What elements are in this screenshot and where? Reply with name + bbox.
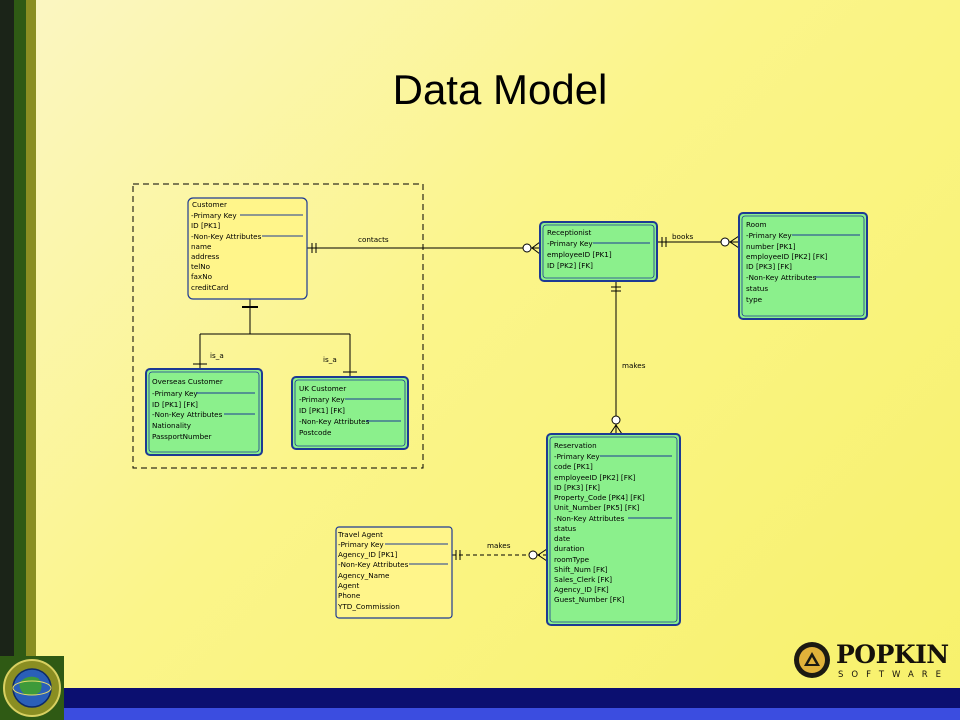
svg-text:-Non-Key Attributes: -Non-Key Attributes <box>152 410 223 419</box>
svg-text:type: type <box>746 295 763 304</box>
svg-text:Agent: Agent <box>338 581 359 590</box>
svg-text:PassportNumber: PassportNumber <box>152 432 212 441</box>
rel-makes-reservation[interactable]: makes <box>609 281 646 435</box>
svg-text:Unit_Number [PK5] [FK]: Unit_Number [PK5] [FK] <box>554 503 640 512</box>
rel-subtype-is-a[interactable]: is_a is_a <box>193 299 357 377</box>
customer-subtype-boundary <box>132 183 424 469</box>
svg-text:roomType: roomType <box>554 555 590 564</box>
rel-label-is-a-overseas: is_a <box>210 351 224 360</box>
svg-text:ID [PK1] [FK]: ID [PK1] [FK] <box>152 400 198 409</box>
svg-text:Agency_ID [FK]: Agency_ID [FK] <box>554 585 609 594</box>
svg-text:date: date <box>554 534 571 543</box>
svg-text:-Primary Key: -Primary Key <box>554 452 600 461</box>
svg-text:creditCard: creditCard <box>191 283 228 292</box>
svg-text:Agency_Name: Agency_Name <box>338 571 390 580</box>
svg-text:ID [PK1]: ID [PK1] <box>191 221 220 230</box>
svg-text:-Non-Key Attributes: -Non-Key Attributes <box>746 273 817 282</box>
svg-text:-Non-Key Attributes: -Non-Key Attributes <box>338 560 409 569</box>
globe-seal-icon <box>0 656 64 720</box>
popkin-wordmark: POPKIN <box>836 640 949 669</box>
svg-text:code [PK1]: code [PK1] <box>554 462 593 471</box>
svg-text:telNo: telNo <box>191 262 210 271</box>
svg-text:employeeID [PK1]: employeeID [PK1] <box>547 250 612 259</box>
svg-text:-Non-Key Attributes: -Non-Key Attributes <box>191 232 262 241</box>
svg-text:address: address <box>191 252 219 261</box>
svg-text:-Primary Key: -Primary Key <box>152 389 198 398</box>
svg-text:YTD_Commission: YTD_Commission <box>337 602 400 611</box>
svg-text:employeeID [PK2] [FK]: employeeID [PK2] [FK] <box>746 252 828 261</box>
entity-title: UK Customer <box>299 384 346 393</box>
entity-title: Reservation <box>554 441 597 450</box>
svg-text:ID [PK2] [FK]: ID [PK2] [FK] <box>547 261 593 270</box>
svg-text:status: status <box>554 524 576 533</box>
svg-text:Shift_Num [FK]: Shift_Num [FK] <box>554 565 608 574</box>
popkin-logo-icon <box>794 642 830 678</box>
rel-label-makes-agent: makes <box>487 541 511 550</box>
svg-text:employeeID [PK2] [FK]: employeeID [PK2] [FK] <box>554 473 636 482</box>
svg-text:ID [PK1] [FK]: ID [PK1] [FK] <box>299 406 345 415</box>
svg-text:faxNo: faxNo <box>191 272 212 281</box>
bottom-bar-light <box>36 708 960 720</box>
entity-title: Overseas Customer <box>152 377 223 386</box>
svg-text:-Primary Key: -Primary Key <box>547 239 593 248</box>
svg-text:-Primary Key: -Primary Key <box>299 395 345 404</box>
entity-title: Room <box>746 220 766 229</box>
entity-overseas-customer[interactable]: Overseas Customer -Primary Key ID [PK1] … <box>145 368 263 456</box>
svg-text:Sales_Clerk [FK]: Sales_Clerk [FK] <box>554 575 612 584</box>
svg-text:-Non-Key Attributes: -Non-Key Attributes <box>299 417 370 426</box>
svg-text:name: name <box>191 242 212 251</box>
entity-customer[interactable]: Customer -Primary Key ID [PK1] -Non-Key … <box>187 197 308 300</box>
rel-label-is-a-uk: is_a <box>323 355 337 364</box>
bottom-bar <box>36 688 960 708</box>
left-stripe-green <box>14 0 26 720</box>
svg-text:-Primary Key: -Primary Key <box>338 540 384 549</box>
svg-text:-Non-Key Attributes: -Non-Key Attributes <box>554 514 625 523</box>
rel-contacts[interactable]: contacts <box>307 235 541 255</box>
popkin-subtitle: SOFTWARE <box>838 670 950 680</box>
rel-books[interactable]: books <box>657 232 740 249</box>
svg-text:duration: duration <box>554 544 584 553</box>
entity-receptionist[interactable]: Receptionist -Primary Key employeeID [PK… <box>539 221 658 282</box>
svg-text:number [PK1]: number [PK1] <box>746 242 796 251</box>
slide-title: Data Model <box>392 66 608 113</box>
svg-text:Postcode: Postcode <box>299 428 332 437</box>
left-stripe-dark <box>0 0 14 720</box>
svg-text:Agency_ID [PK1]: Agency_ID [PK1] <box>338 550 398 559</box>
svg-text:-Primary Key: -Primary Key <box>191 211 237 220</box>
entity-room[interactable]: Room -Primary Key number [PK1] employeeI… <box>738 212 868 320</box>
svg-text:Phone: Phone <box>338 591 361 600</box>
rel-makes-agent[interactable]: makes <box>452 541 548 562</box>
svg-text:Property_Code [PK4] [FK]: Property_Code [PK4] [FK] <box>554 493 645 502</box>
rel-label-contacts: contacts <box>358 235 389 244</box>
svg-text:ID [PK3] [FK]: ID [PK3] [FK] <box>746 262 792 271</box>
left-stripe-olive <box>26 0 36 720</box>
rel-label-books: books <box>672 232 694 241</box>
entity-uk-customer[interactable]: UK Customer -Primary Key ID [PK1] [FK] -… <box>291 376 409 450</box>
svg-text:Guest_Number [FK]: Guest_Number [FK] <box>554 595 625 604</box>
svg-text:-Primary Key: -Primary Key <box>746 231 792 240</box>
svg-text:ID [PK3] [FK]: ID [PK3] [FK] <box>554 483 600 492</box>
entity-title: Travel Agent <box>337 530 383 539</box>
popkin-logo: POPKIN SOFTWARE <box>790 638 950 684</box>
entity-title: Customer <box>192 200 227 209</box>
svg-text:Nationality: Nationality <box>152 421 192 430</box>
entity-reservation[interactable]: Reservation -Primary Key code [PK1] empl… <box>546 433 681 626</box>
rel-label-makes-reservation: makes <box>622 361 646 370</box>
entity-travel-agent[interactable]: Travel Agent -Primary Key Agency_ID [PK1… <box>335 526 453 619</box>
svg-text:status: status <box>746 284 768 293</box>
entity-title: Receptionist <box>547 228 592 237</box>
